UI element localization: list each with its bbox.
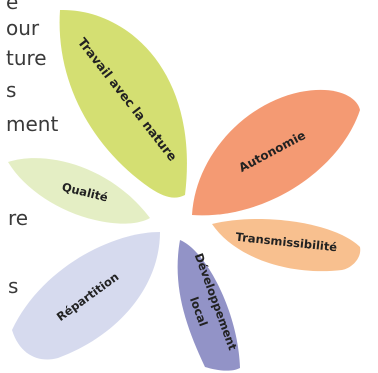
bg-text-fragment: ment bbox=[6, 112, 59, 136]
petal-shape bbox=[192, 89, 360, 216]
petal-repartition: Répartition bbox=[12, 232, 160, 360]
bg-text-fragment: re bbox=[8, 206, 29, 230]
bg-text-fragment: our bbox=[6, 16, 40, 40]
petal-qualite: Qualité bbox=[8, 158, 150, 224]
petal-shape bbox=[59, 9, 187, 198]
petal-shape bbox=[12, 232, 160, 360]
petal-developpement-local: Développement local bbox=[177, 240, 240, 371]
petal-transmissibilite: Transmissibilité bbox=[212, 218, 361, 272]
bg-text-fragment: ture bbox=[6, 46, 47, 70]
petal-shape bbox=[212, 218, 361, 272]
petal-shape bbox=[8, 158, 150, 224]
bg-text-fragment: s bbox=[6, 78, 17, 102]
bg-text-fragment: e bbox=[6, 0, 19, 14]
petal-autonomie: Autonomie bbox=[192, 89, 360, 216]
bg-text-fragment: s bbox=[8, 274, 19, 298]
petal-shape bbox=[177, 240, 240, 371]
